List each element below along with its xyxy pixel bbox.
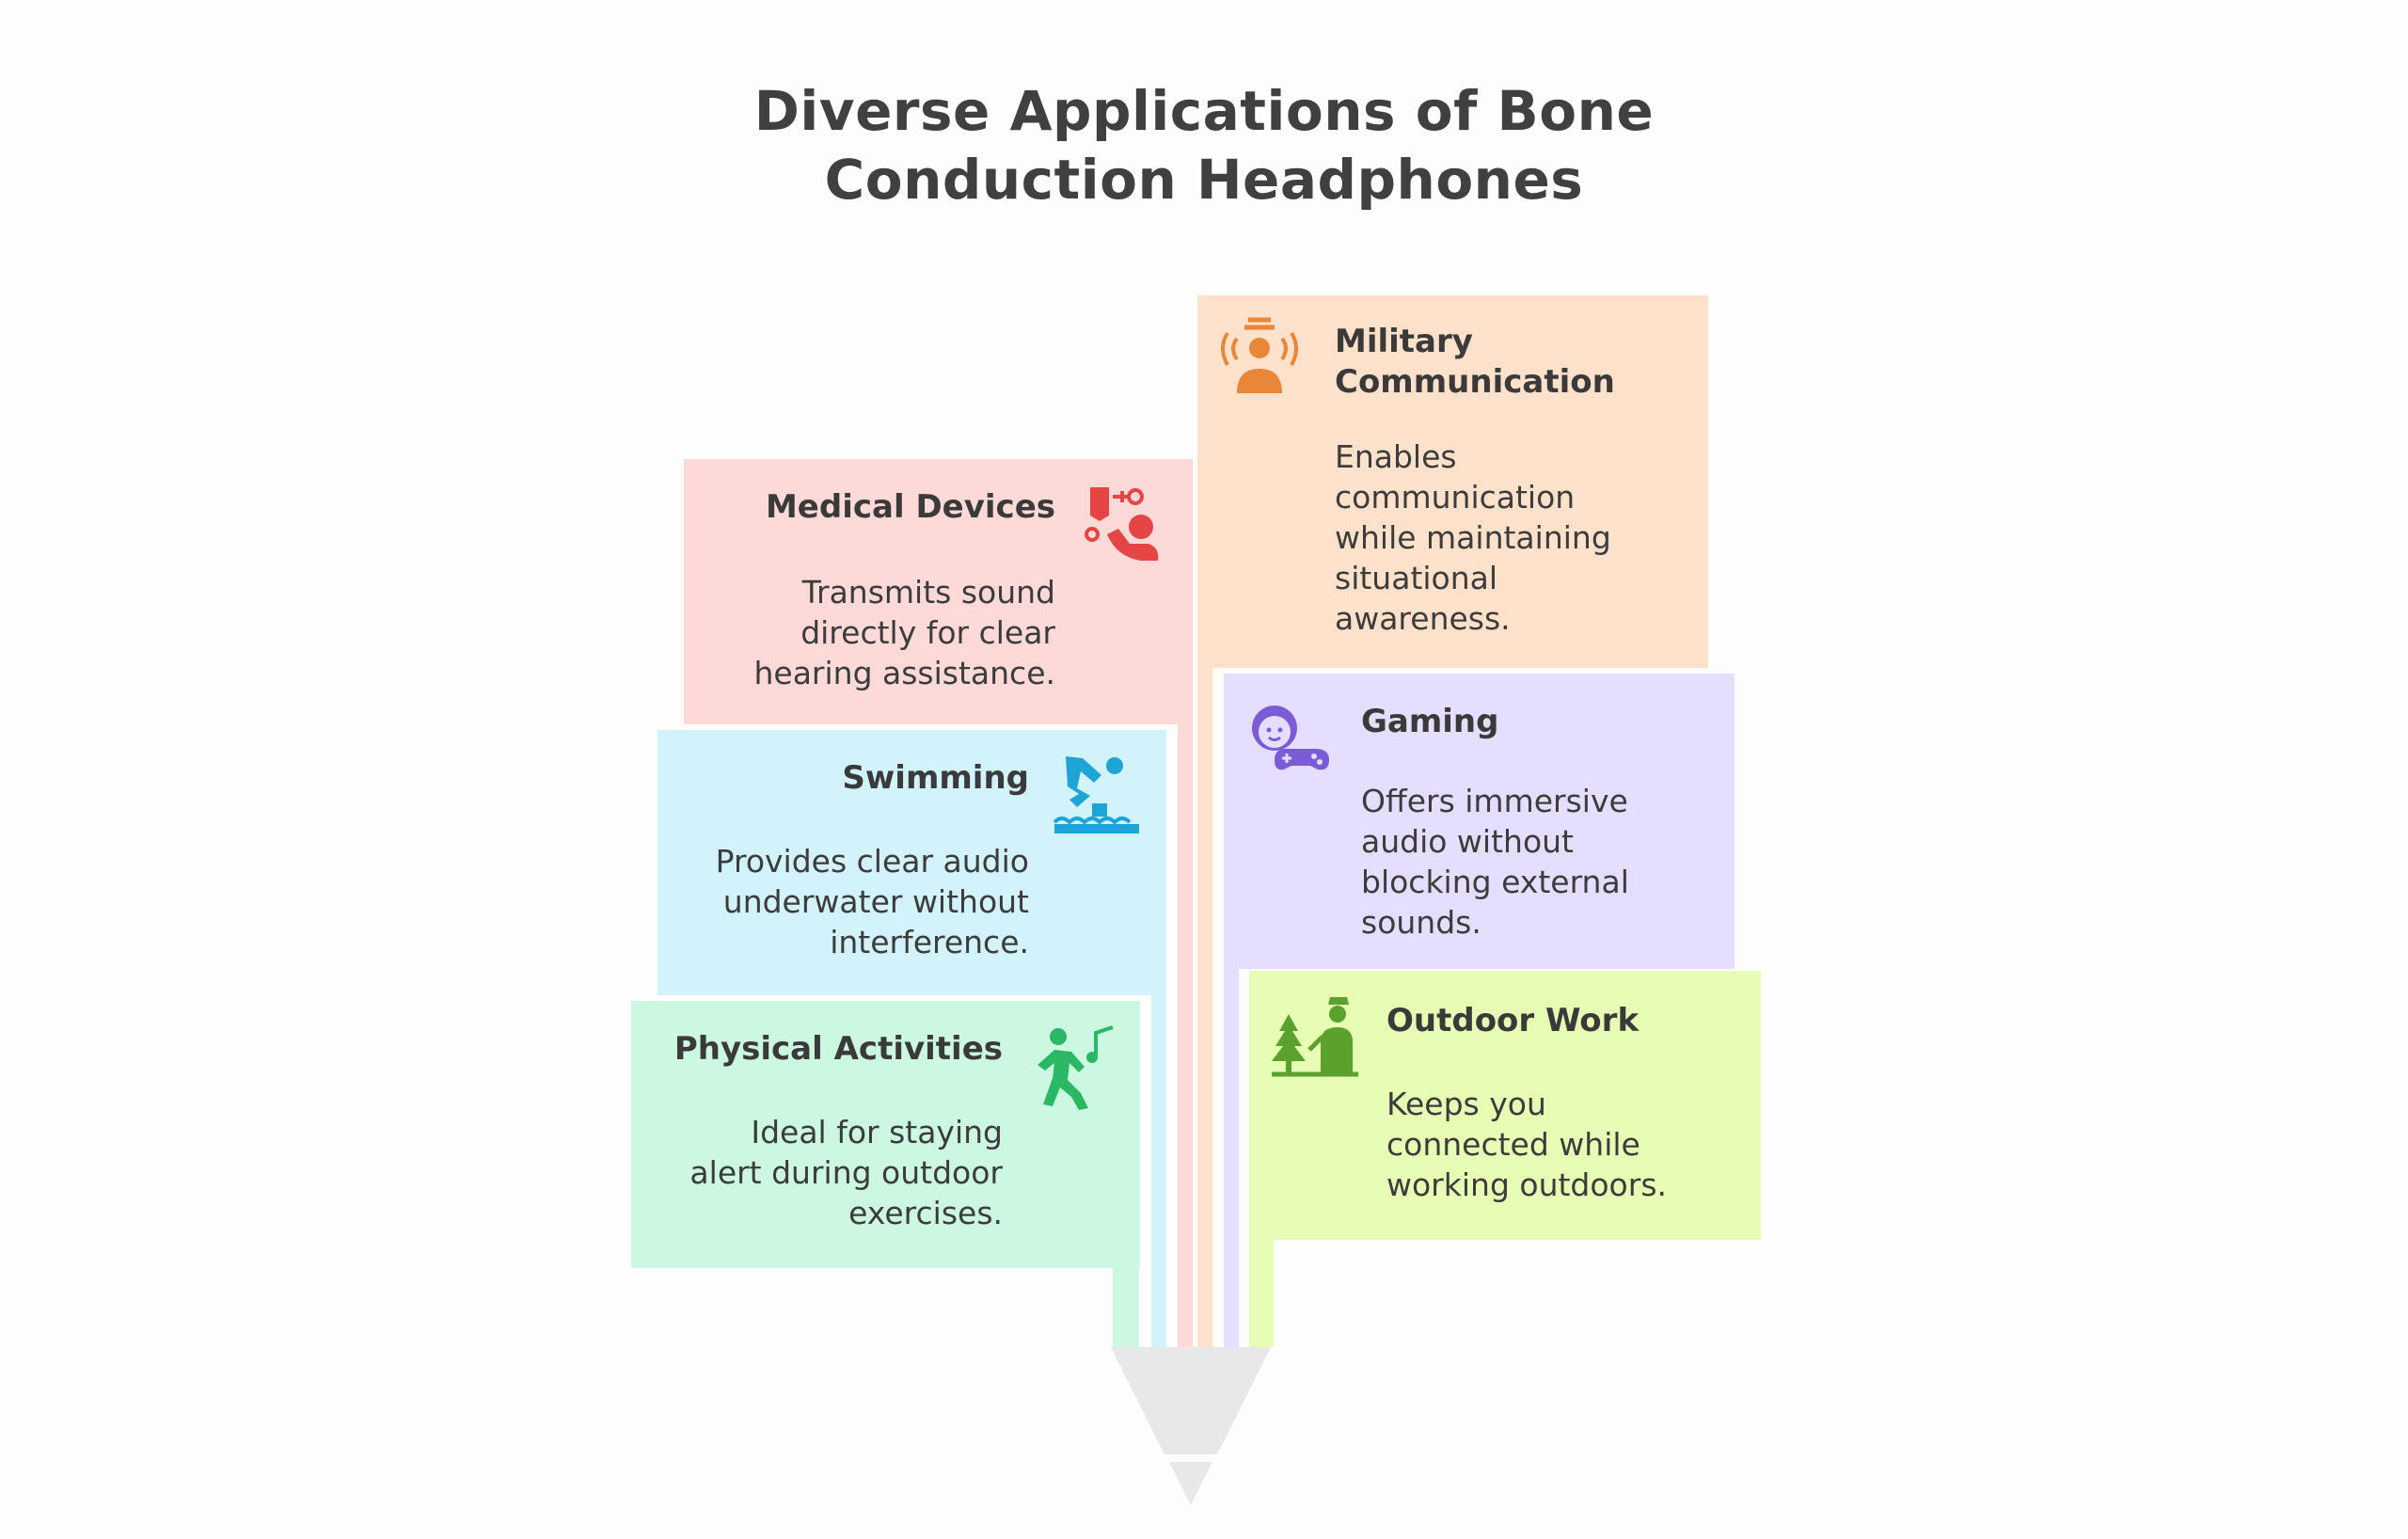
card-swimming: Swimming Provides clear audio underwater… bbox=[657, 730, 1166, 995]
card-outdoor-work: Outdoor Work Keeps you connected while w… bbox=[1249, 971, 1761, 1240]
card-title: Military Communication bbox=[1335, 323, 1615, 401]
stem-medical bbox=[1178, 715, 1193, 1347]
card-description: Provides clear audio underwater without … bbox=[715, 843, 1029, 960]
card-military-communication: Military Communication Enables communica… bbox=[1197, 295, 1708, 668]
card-description: Enables communication while maintaining … bbox=[1335, 438, 1611, 637]
medical-devices-icon bbox=[1085, 487, 1159, 561]
outdoor-worker-icon bbox=[1272, 997, 1358, 1077]
card-title: Swimming bbox=[842, 759, 1029, 797]
card-title: Gaming bbox=[1361, 703, 1499, 740]
card-title: Outdoor Work bbox=[1386, 1002, 1640, 1039]
card-description: Offers immersive audio without blocking … bbox=[1361, 783, 1629, 941]
swimmer-diving-icon bbox=[1053, 756, 1139, 833]
stem-gaming bbox=[1224, 960, 1239, 1347]
card-description: Keeps you connected while working outdoo… bbox=[1386, 1086, 1667, 1203]
soldier-signal-icon bbox=[1221, 317, 1298, 393]
card-description: Ideal for staying alert during outdoor e… bbox=[689, 1114, 1003, 1231]
card-title: Physical Activities bbox=[673, 1030, 1003, 1068]
card-description: Transmits sound directly for clear heari… bbox=[753, 574, 1055, 691]
stem-outdoor bbox=[1249, 1232, 1274, 1347]
stem-swimming bbox=[1151, 988, 1166, 1347]
stem-military bbox=[1197, 658, 1212, 1347]
stem-physical bbox=[1113, 1259, 1139, 1347]
gamer-controller-icon bbox=[1252, 706, 1329, 770]
card-physical-activities: Physical Activities Ideal for staying al… bbox=[631, 1001, 1140, 1268]
card-title: Medical Devices bbox=[765, 488, 1055, 526]
card-medical-devices: Medical Devices Transmits sound directly… bbox=[684, 459, 1193, 724]
card-gaming: Gaming Offers immersive audio without bl… bbox=[1224, 674, 1735, 969]
running-person-icon bbox=[1038, 1025, 1114, 1110]
